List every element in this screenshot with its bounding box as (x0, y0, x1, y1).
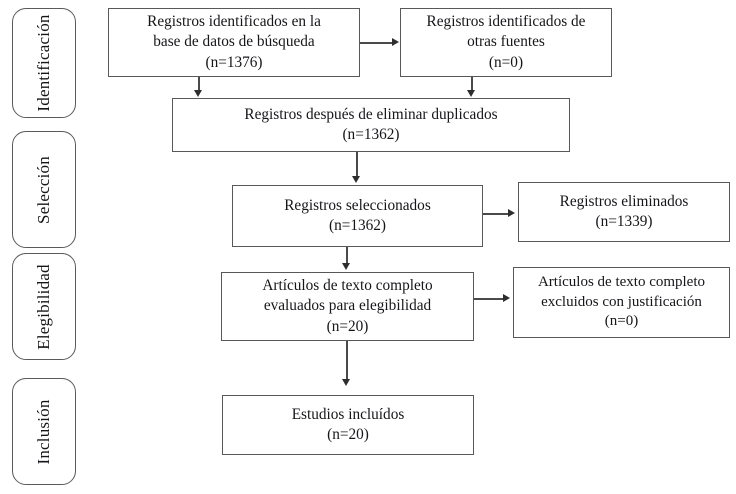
box-records-excluded: Registros eliminados (n=1339) (518, 182, 730, 242)
box-records-after-duplicates-removed-text: Registros después de eliminar duplicados… (244, 105, 498, 143)
stage-seleccion: Selección (12, 131, 76, 248)
box-studies-included: Estudios incluídos (n=20) (222, 395, 474, 455)
arrowhead-db-to-other-sources (392, 37, 399, 46)
stage-identificacion-label: Identificación (34, 14, 53, 112)
box-records-identified-database-text: Registros identificados en la base de da… (147, 13, 321, 71)
stage-inclusion-label: Inclusión (34, 398, 53, 465)
box-full-text-assessed: Artículos de texto completo evaluados pa… (221, 272, 474, 341)
connector-screened-to-fulltext (346, 247, 348, 264)
box-records-screened: Registros seleccionados (n=1362) (232, 185, 483, 247)
box-records-identified-other-sources-text: Registros identificados de otras fuentes… (426, 13, 586, 71)
box-full-text-excluded-text: Artículos de texto completo excluidos co… (537, 273, 706, 330)
connector-fulltext-to-included (346, 341, 348, 380)
arrowhead-screened-to-fulltext (342, 263, 351, 270)
stage-identificacion: Identificación (12, 8, 76, 118)
connector-screened-to-excluded (483, 213, 509, 215)
arrowhead-screened-to-excluded (508, 208, 515, 217)
connector-fulltext-to-fulltext-excluded (474, 298, 503, 300)
connector-duplicates-to-screened (356, 152, 358, 177)
box-records-screened-text: Registros seleccionados (n=1362) (284, 196, 431, 234)
connector-other-sources-to-duplicates (471, 77, 473, 91)
box-full-text-excluded: Artículos de texto completo excluidos co… (513, 267, 730, 338)
stage-elegibilidad: Elegibilidad (12, 253, 76, 360)
box-records-after-duplicates-removed: Registros después de eliminar duplicados… (172, 98, 570, 152)
box-full-text-assessed-text: Artículos de texto completo evaluados pa… (262, 277, 433, 335)
arrowhead-fulltext-to-fulltext-excluded (503, 293, 510, 302)
connector-db-to-other-sources (360, 42, 393, 44)
arrowhead-other-sources-to-duplicates (467, 90, 476, 97)
connector-db-to-duplicates (198, 77, 200, 91)
box-records-identified-database: Registros identificados en la base de da… (108, 8, 360, 77)
stage-elegibilidad-label: Elegibilidad (34, 263, 53, 350)
arrowhead-fulltext-to-included (342, 379, 351, 386)
box-records-identified-other-sources: Registros identificados de otras fuentes… (400, 8, 612, 77)
box-studies-included-text: Estudios incluídos (n=20) (291, 405, 405, 443)
box-records-excluded-text: Registros eliminados (n=1339) (559, 192, 689, 230)
stage-inclusion: Inclusión (12, 378, 76, 485)
arrowhead-db-to-duplicates (194, 90, 203, 97)
arrowhead-duplicates-to-screened (352, 176, 361, 183)
stage-seleccion-label: Selección (34, 155, 53, 224)
